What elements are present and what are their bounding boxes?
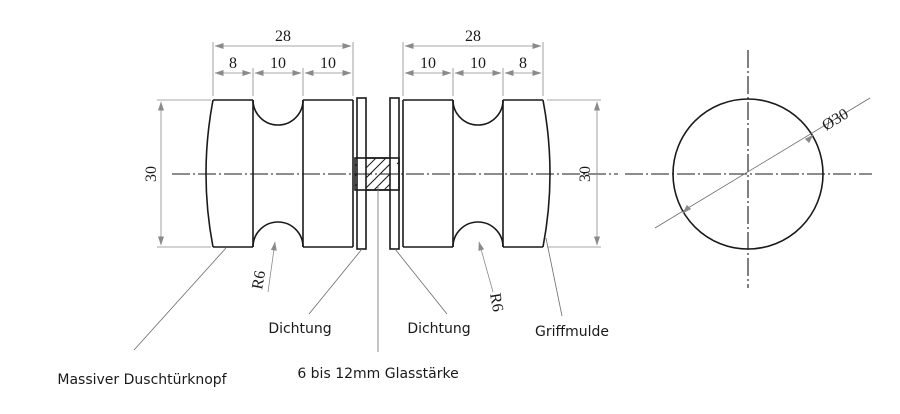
right-segment-3: 8 xyxy=(519,55,527,72)
grip-recess-leader xyxy=(545,237,563,317)
left-knob-domed-face xyxy=(205,99,214,248)
left-grip-recess-top xyxy=(252,99,304,126)
left-segment-1: 8 xyxy=(229,55,237,72)
right-grip-recess-top xyxy=(452,99,504,126)
right-top-dimensions xyxy=(402,42,544,96)
right-radius-leader xyxy=(478,241,494,293)
right-knob xyxy=(402,99,551,248)
left-radius-leader xyxy=(267,241,277,293)
left-radius-label: R6 xyxy=(249,269,269,290)
solid-knob-label: Massiver Duschtürknopf xyxy=(57,372,227,388)
right-height-label: 30 xyxy=(577,166,594,182)
left-knob xyxy=(205,99,354,248)
solid-knob-leader xyxy=(133,247,227,351)
seal-left-leader xyxy=(308,248,363,315)
seal-left-label: Dichtung xyxy=(268,321,331,337)
grip-recess-label: Griffmulde xyxy=(535,324,609,340)
right-segment-1: 10 xyxy=(420,55,436,72)
seal-right-leader xyxy=(394,248,448,315)
right-segment-2: 10 xyxy=(470,55,486,72)
left-top-dimensions xyxy=(212,42,354,96)
right-radius-label: R6 xyxy=(486,292,506,313)
left-segment-2: 10 xyxy=(270,55,286,72)
left-total-width: 28 xyxy=(275,28,291,45)
left-height-dimension xyxy=(157,99,211,248)
right-height-dimension xyxy=(547,99,601,248)
glass-thickness-label: 6 bis 12mm Glasstärke xyxy=(297,366,458,382)
left-height-label: 30 xyxy=(143,166,160,182)
left-segment-3: 10 xyxy=(320,55,336,72)
end-view-circle xyxy=(672,98,824,250)
right-grip-recess-bottom xyxy=(452,221,504,248)
left-grip-recess-bottom xyxy=(252,221,304,248)
diameter-label: Ø30 xyxy=(819,106,851,135)
right-knob-domed-face xyxy=(542,99,551,248)
right-total-width: 28 xyxy=(465,28,481,45)
seal-right-label: Dichtung xyxy=(407,321,470,337)
glass-section xyxy=(354,157,400,191)
